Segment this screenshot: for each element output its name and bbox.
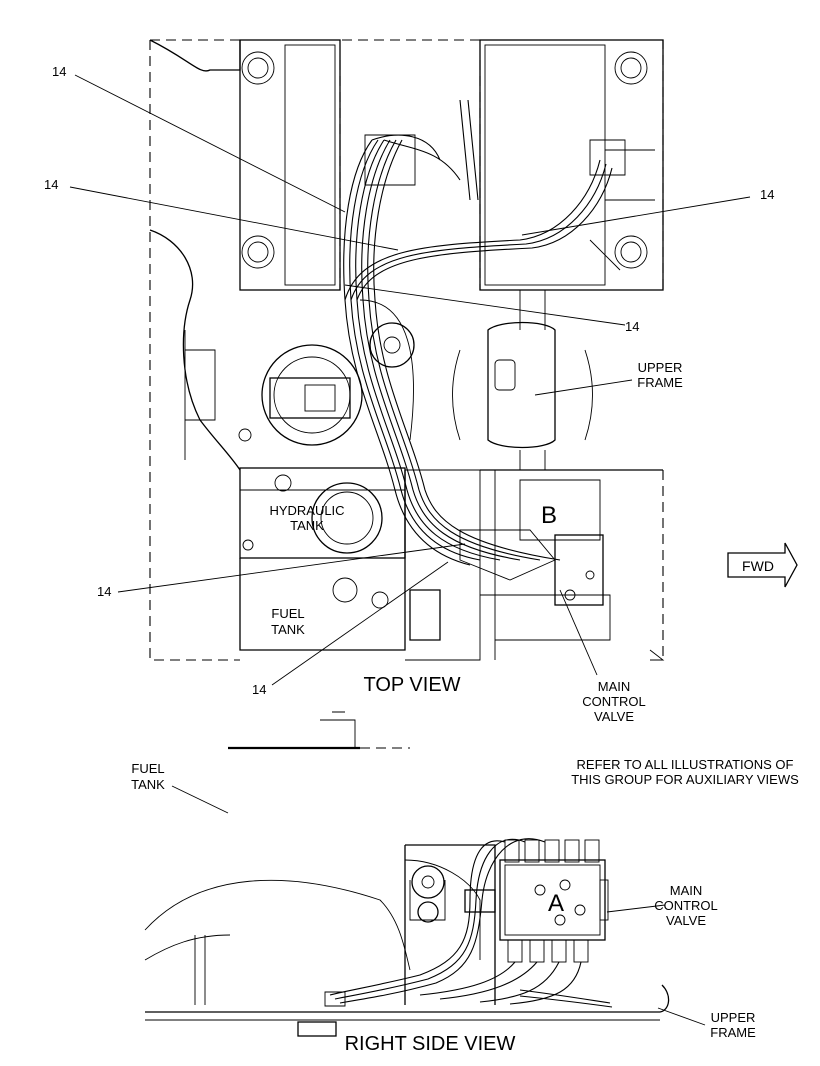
- leader-upper-frame-side: [657, 1007, 706, 1026]
- leader-main-control-valve-side: [606, 904, 666, 913]
- upper-frame-top-label-1: UPPER: [638, 360, 683, 375]
- callout-c5: 14: [97, 584, 111, 599]
- leader-upper-frame-top: [534, 379, 633, 396]
- upper-frame-side-label-1: UPPER: [711, 1010, 756, 1025]
- top-view-frame: [149, 39, 665, 661]
- leader-c4: [344, 284, 626, 326]
- hose-bundle-top-view: [343, 99, 626, 581]
- leader-fuel-tank-side: [171, 785, 229, 814]
- fuel-tank-side-label-2: TANK: [131, 777, 165, 792]
- main-control-valve-top-label-2: CONTROL: [582, 694, 646, 709]
- top-view-title: TOP VIEW: [363, 674, 460, 696]
- main-control-valve-side-label-2: CONTROL: [654, 898, 718, 913]
- right-side-view-title: RIGHT SIDE VIEW: [345, 1033, 516, 1055]
- refer-note-line-1: REFER TO ALL ILLUSTRATIONS OF: [577, 757, 794, 772]
- fwd-arrow: [727, 542, 798, 588]
- leader-main-control-valve-top: [559, 589, 598, 676]
- leader-lines: [69, 74, 751, 1026]
- diagram-labels: 14 14 14 14 14 14 UPPER FRAME HYDRAULIC …: [44, 64, 799, 1055]
- callout-c2: 14: [44, 177, 58, 192]
- leader-c6: [271, 561, 449, 686]
- hydraulic-tank-label-2: TANK: [290, 518, 324, 533]
- side-view-frame: [144, 711, 670, 1037]
- hydraulic-tank-label-1: HYDRAULIC: [269, 503, 344, 518]
- fwd-label: FWD: [742, 558, 774, 574]
- leader-c5: [117, 543, 466, 593]
- fuel-tank-side-label-1: FUEL: [131, 761, 164, 776]
- leader-c3: [521, 196, 751, 236]
- main-control-valve-side-label-1: MAIN: [670, 883, 703, 898]
- main-control-valve-side-label-3: VALVE: [666, 913, 706, 928]
- main-control-valve-top-label-3: VALVE: [594, 709, 634, 724]
- main-control-valve-top-label-1: MAIN: [598, 679, 631, 694]
- upper-frame-top-label-2: FRAME: [637, 375, 683, 390]
- leader-c2: [69, 186, 399, 251]
- leader-c1: [74, 74, 346, 213]
- callout-c6: 14: [252, 682, 266, 697]
- view-marker-a: A: [548, 890, 564, 917]
- refer-note-line-2: THIS GROUP FOR AUXILIARY VIEWS: [571, 772, 799, 787]
- callout-c3: 14: [760, 187, 774, 202]
- upper-frame-side-label-2: FRAME: [710, 1025, 756, 1040]
- fuel-tank-top-label-2: TANK: [271, 622, 305, 637]
- hose-bundle-side-view: [324, 838, 613, 1008]
- view-marker-b: B: [541, 502, 557, 529]
- callout-c1: 14: [52, 64, 66, 79]
- main-control-valve-side-body: [499, 839, 609, 963]
- fuel-tank-top-label-1: FUEL: [271, 606, 304, 621]
- callout-c4: 14: [625, 319, 639, 334]
